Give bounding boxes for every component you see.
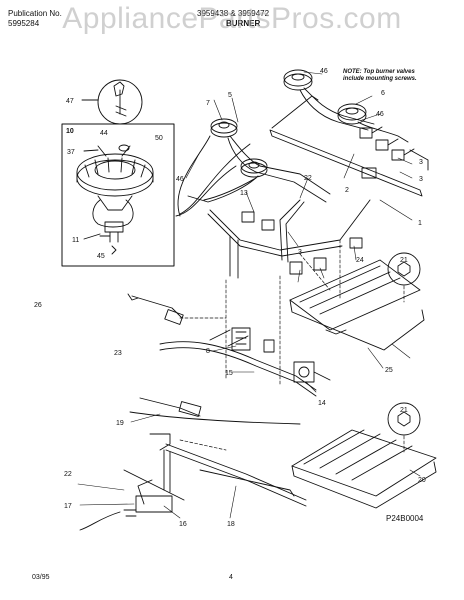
callout-46a: 46 (320, 68, 328, 75)
callout-47: 47 (66, 98, 74, 105)
callout-3c: 3 (298, 249, 302, 256)
callout-1: 1 (418, 220, 422, 227)
publication-number: 5995284 (8, 19, 40, 28)
model-numbers: 3959438 & 3959472 (197, 9, 270, 18)
callout-3b: 3 (419, 176, 423, 183)
callout-6: 6 (381, 90, 385, 97)
diagram-code: P24B0004 (386, 514, 424, 523)
callout-50: 50 (155, 135, 163, 142)
note-line-1: NOTE: Top burner valves (343, 69, 415, 75)
callout-20: 20 (418, 477, 426, 484)
callout-24: 24 (356, 257, 364, 264)
callout-26: 26 (34, 302, 42, 309)
callout-8: 8 (206, 348, 210, 355)
callout-5: 5 (228, 92, 232, 99)
callout-15: 15 (225, 370, 233, 377)
callout-3a: 3 (419, 159, 423, 166)
callout-22a: 22 (304, 175, 312, 182)
callout-21a: 21 (400, 257, 408, 264)
callout-22b: 22 (64, 471, 72, 478)
callout-37: 37 (67, 149, 75, 156)
callout-7: 7 (206, 100, 210, 107)
section-title: BURNER (226, 19, 261, 28)
callout-21b: 21 (400, 407, 408, 414)
callout-2: 2 (345, 187, 349, 194)
callout-19: 19 (116, 420, 124, 427)
callout-46b: 46 (176, 176, 184, 183)
detail-box-10 (61, 123, 175, 267)
note-line-2: include mounting screws. (343, 76, 417, 82)
callout-16: 16 (179, 521, 187, 528)
callout-11: 11 (72, 237, 79, 244)
callout-45: 45 (97, 253, 105, 260)
callout-10: 10 (66, 128, 74, 135)
callout-13: 13 (240, 190, 248, 197)
callout-25: 25 (385, 367, 393, 374)
footer-date: 03/95 (32, 574, 50, 581)
publication-label: Publication No. (8, 9, 62, 18)
footer-page-number: 4 (229, 574, 233, 581)
callout-46c: 46 (376, 111, 384, 118)
callout-18: 18 (227, 521, 235, 528)
callout-44: 44 (100, 130, 108, 137)
callout-17: 17 (64, 503, 72, 510)
callout-23: 23 (114, 350, 122, 357)
callout-14: 14 (318, 400, 326, 407)
